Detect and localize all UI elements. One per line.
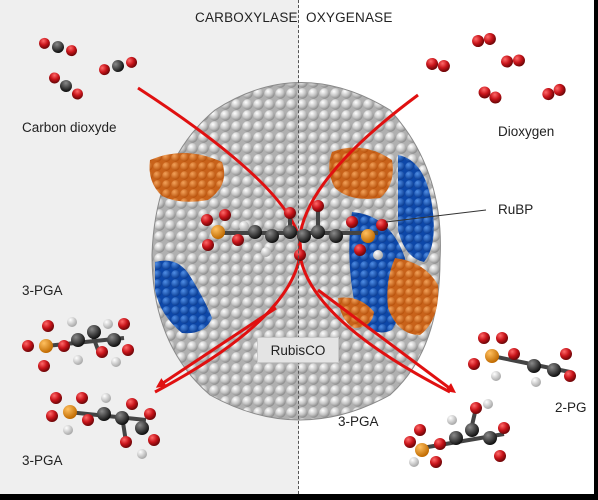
orange-subunit	[149, 152, 225, 202]
blue-subunit	[155, 260, 212, 334]
blue-subunit	[398, 155, 434, 262]
dioxygen-label: Dioxygen	[498, 124, 555, 139]
section-divider	[298, 0, 299, 494]
arrow-to-3pga	[155, 306, 277, 388]
rubp-molecule	[201, 200, 388, 261]
pg-label: 2-PG	[555, 400, 587, 415]
orange-subunit	[329, 147, 393, 199]
carboxylase-header: CARBOXYLASE	[195, 10, 298, 25]
pg-molecule	[468, 332, 576, 387]
orange-subunit	[387, 258, 439, 335]
pga-label-left-top: 3-PGA	[22, 283, 63, 298]
pga-label-left-bottom: 3-PGA	[22, 453, 63, 468]
o2-molecules	[426, 32, 566, 104]
arrow-to-products	[317, 288, 457, 393]
carbon-dioxide-label: Carbon dioxyde	[22, 120, 117, 135]
pga-label-right: 3-PGA	[338, 414, 379, 429]
rubisco-label: RubisCO	[257, 337, 339, 363]
pga-molecule-left-bottom	[46, 392, 160, 459]
pga-molecule-left-top	[22, 317, 134, 372]
co2-molecules	[38, 37, 138, 100]
orange-subunit	[338, 297, 374, 328]
rubp-label: RuBP	[498, 202, 534, 217]
oxygenase-header: OXYGENASE	[306, 10, 393, 25]
pga-molecule-right	[404, 399, 510, 468]
rubp-pointer	[385, 209, 487, 223]
